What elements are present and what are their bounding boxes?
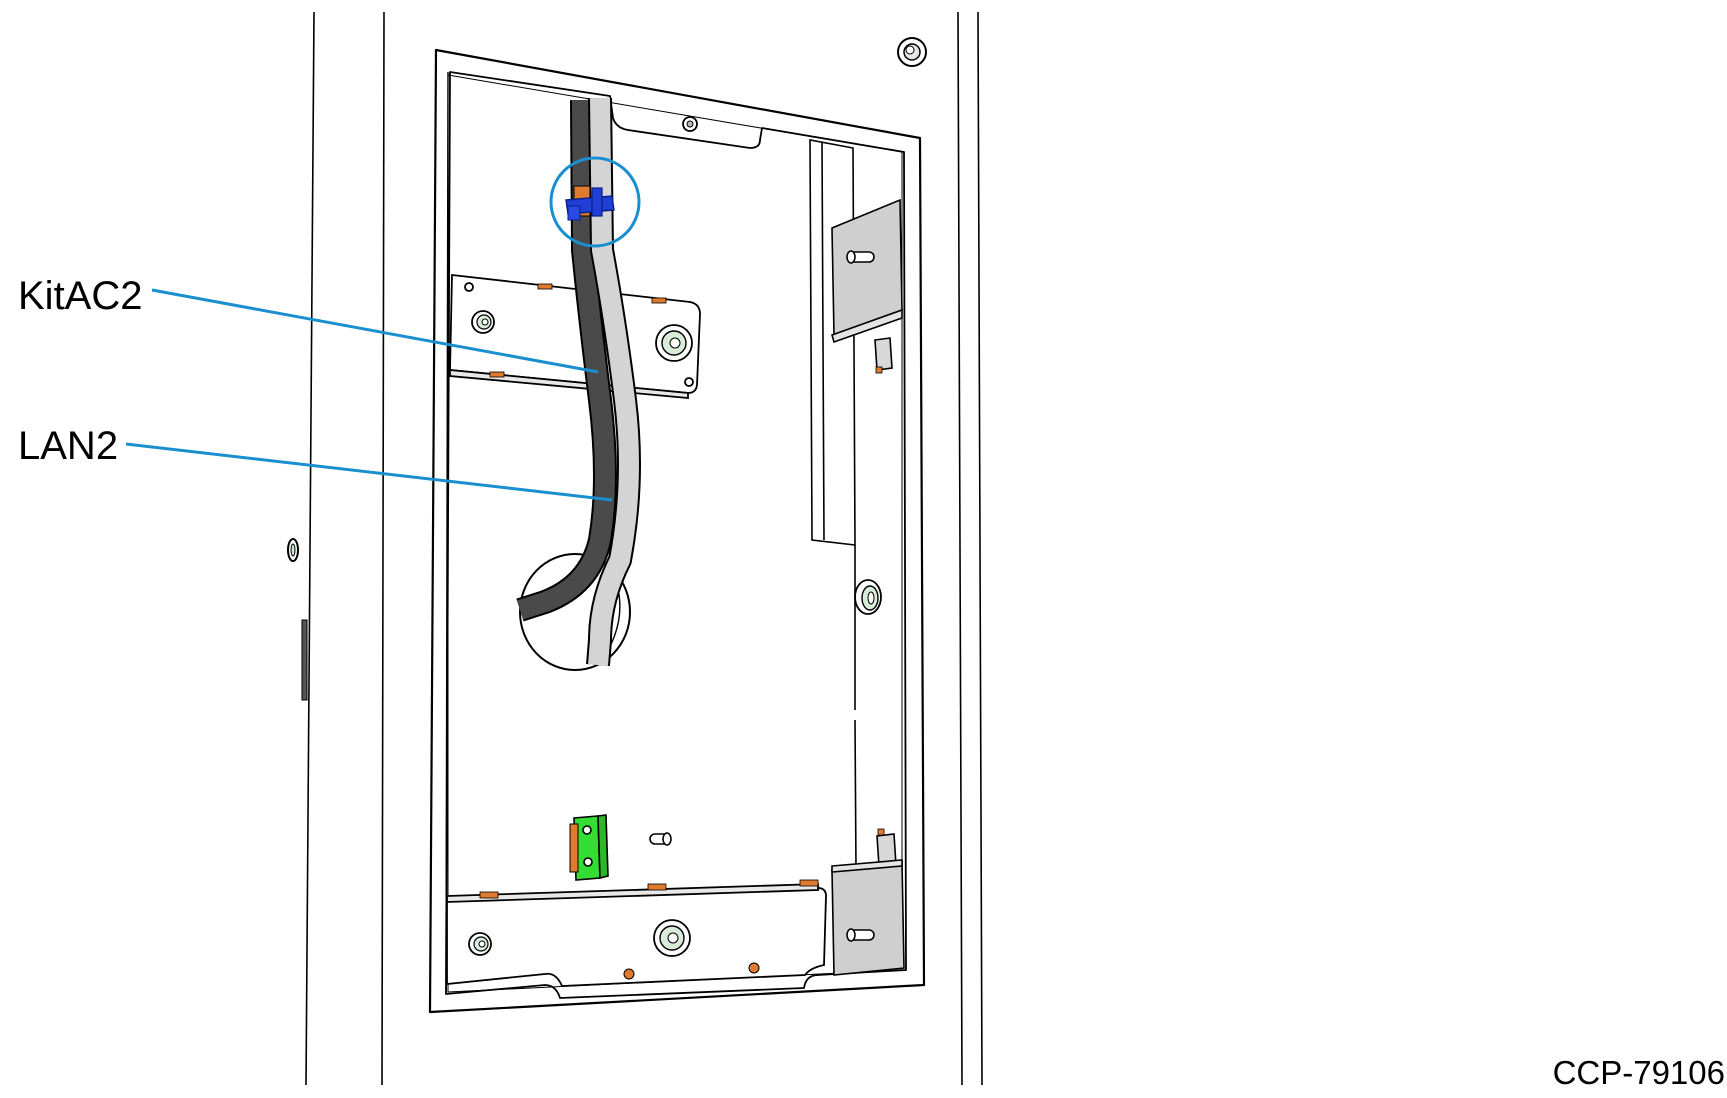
standoff-pin (649, 832, 672, 846)
right-grommet (854, 579, 882, 615)
right-lower-bracket (831, 828, 905, 976)
top-notch-screw (682, 116, 698, 132)
cabinet-side-details (287, 538, 308, 701)
green-connector-bracket (569, 814, 609, 881)
lan2-callout-label: LAN2 (18, 424, 119, 468)
cable-tie (565, 185, 615, 221)
top-right-fastener (897, 37, 927, 67)
inner-panel-left-edge (445, 71, 449, 995)
lower-mounting-plate (446, 879, 827, 987)
kitac2-callout-label: KitAC2 (18, 274, 143, 318)
kitac2-leader-line (151, 288, 599, 374)
callout-leader-lines (125, 288, 613, 502)
kitac2-cable (516, 99, 617, 622)
cabinet-outline (305, 11, 983, 1086)
figure-id-label: CCP-79106 (1552, 1054, 1725, 1091)
inner-back-panel (447, 74, 903, 993)
lan2-leader-line (125, 442, 613, 502)
cable-tie-highlight-circle (549, 156, 641, 248)
lan2-cable (586, 97, 641, 666)
right-upper-bracket (831, 198, 903, 374)
